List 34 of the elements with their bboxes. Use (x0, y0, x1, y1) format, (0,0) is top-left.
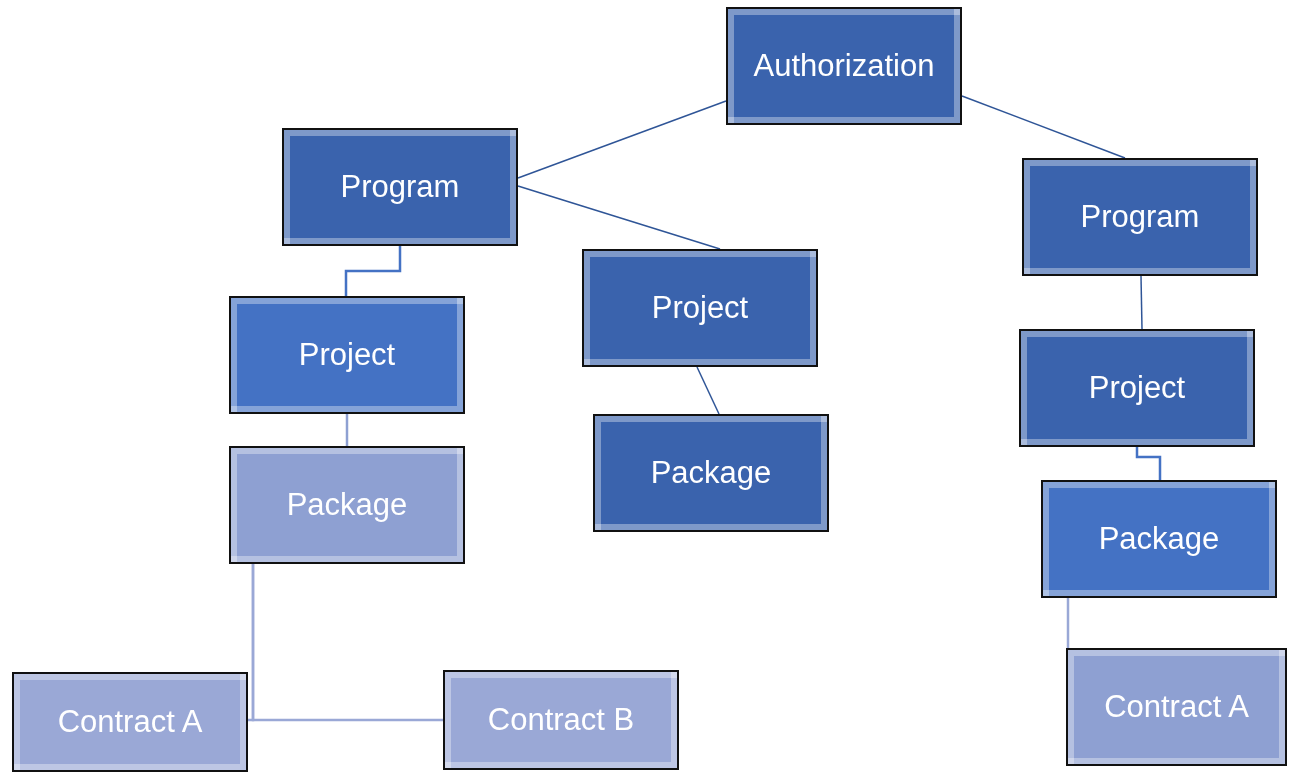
process-box (1066, 648, 1287, 766)
connector-line (345, 414, 349, 446)
process-box (1041, 480, 1277, 598)
connector-line (1140, 275, 1143, 330)
process-box (443, 670, 679, 770)
connector-line (1135, 447, 1162, 480)
process-box (726, 7, 962, 125)
node-label: Package (650, 455, 772, 491)
connector-line (517, 185, 721, 250)
node-label: Contract A (1104, 689, 1249, 725)
node-label: Program (1080, 199, 1200, 235)
connector-line (251, 564, 443, 722)
connector-line (961, 95, 1126, 159)
node-label: Program (340, 169, 460, 205)
process-box (229, 296, 465, 414)
node-label: Package (1098, 521, 1220, 557)
node-label: Authorization (753, 48, 935, 84)
node-label: Contract A (57, 704, 203, 740)
process-box (229, 446, 465, 564)
connector-line (696, 366, 720, 415)
connector-line (517, 100, 727, 179)
process-box (1019, 329, 1255, 447)
node-label: Contract B (487, 702, 635, 738)
node-label: Package (286, 487, 408, 523)
process-box (593, 414, 829, 532)
connector-line (1066, 598, 1070, 648)
connector-line (344, 246, 402, 296)
process-box (12, 672, 248, 772)
node-label: Project (298, 337, 396, 373)
node-label: Project (1088, 370, 1186, 406)
process-box (582, 249, 818, 367)
node-label: Project (651, 290, 749, 326)
process-box (282, 128, 518, 246)
process-box (1022, 158, 1258, 276)
